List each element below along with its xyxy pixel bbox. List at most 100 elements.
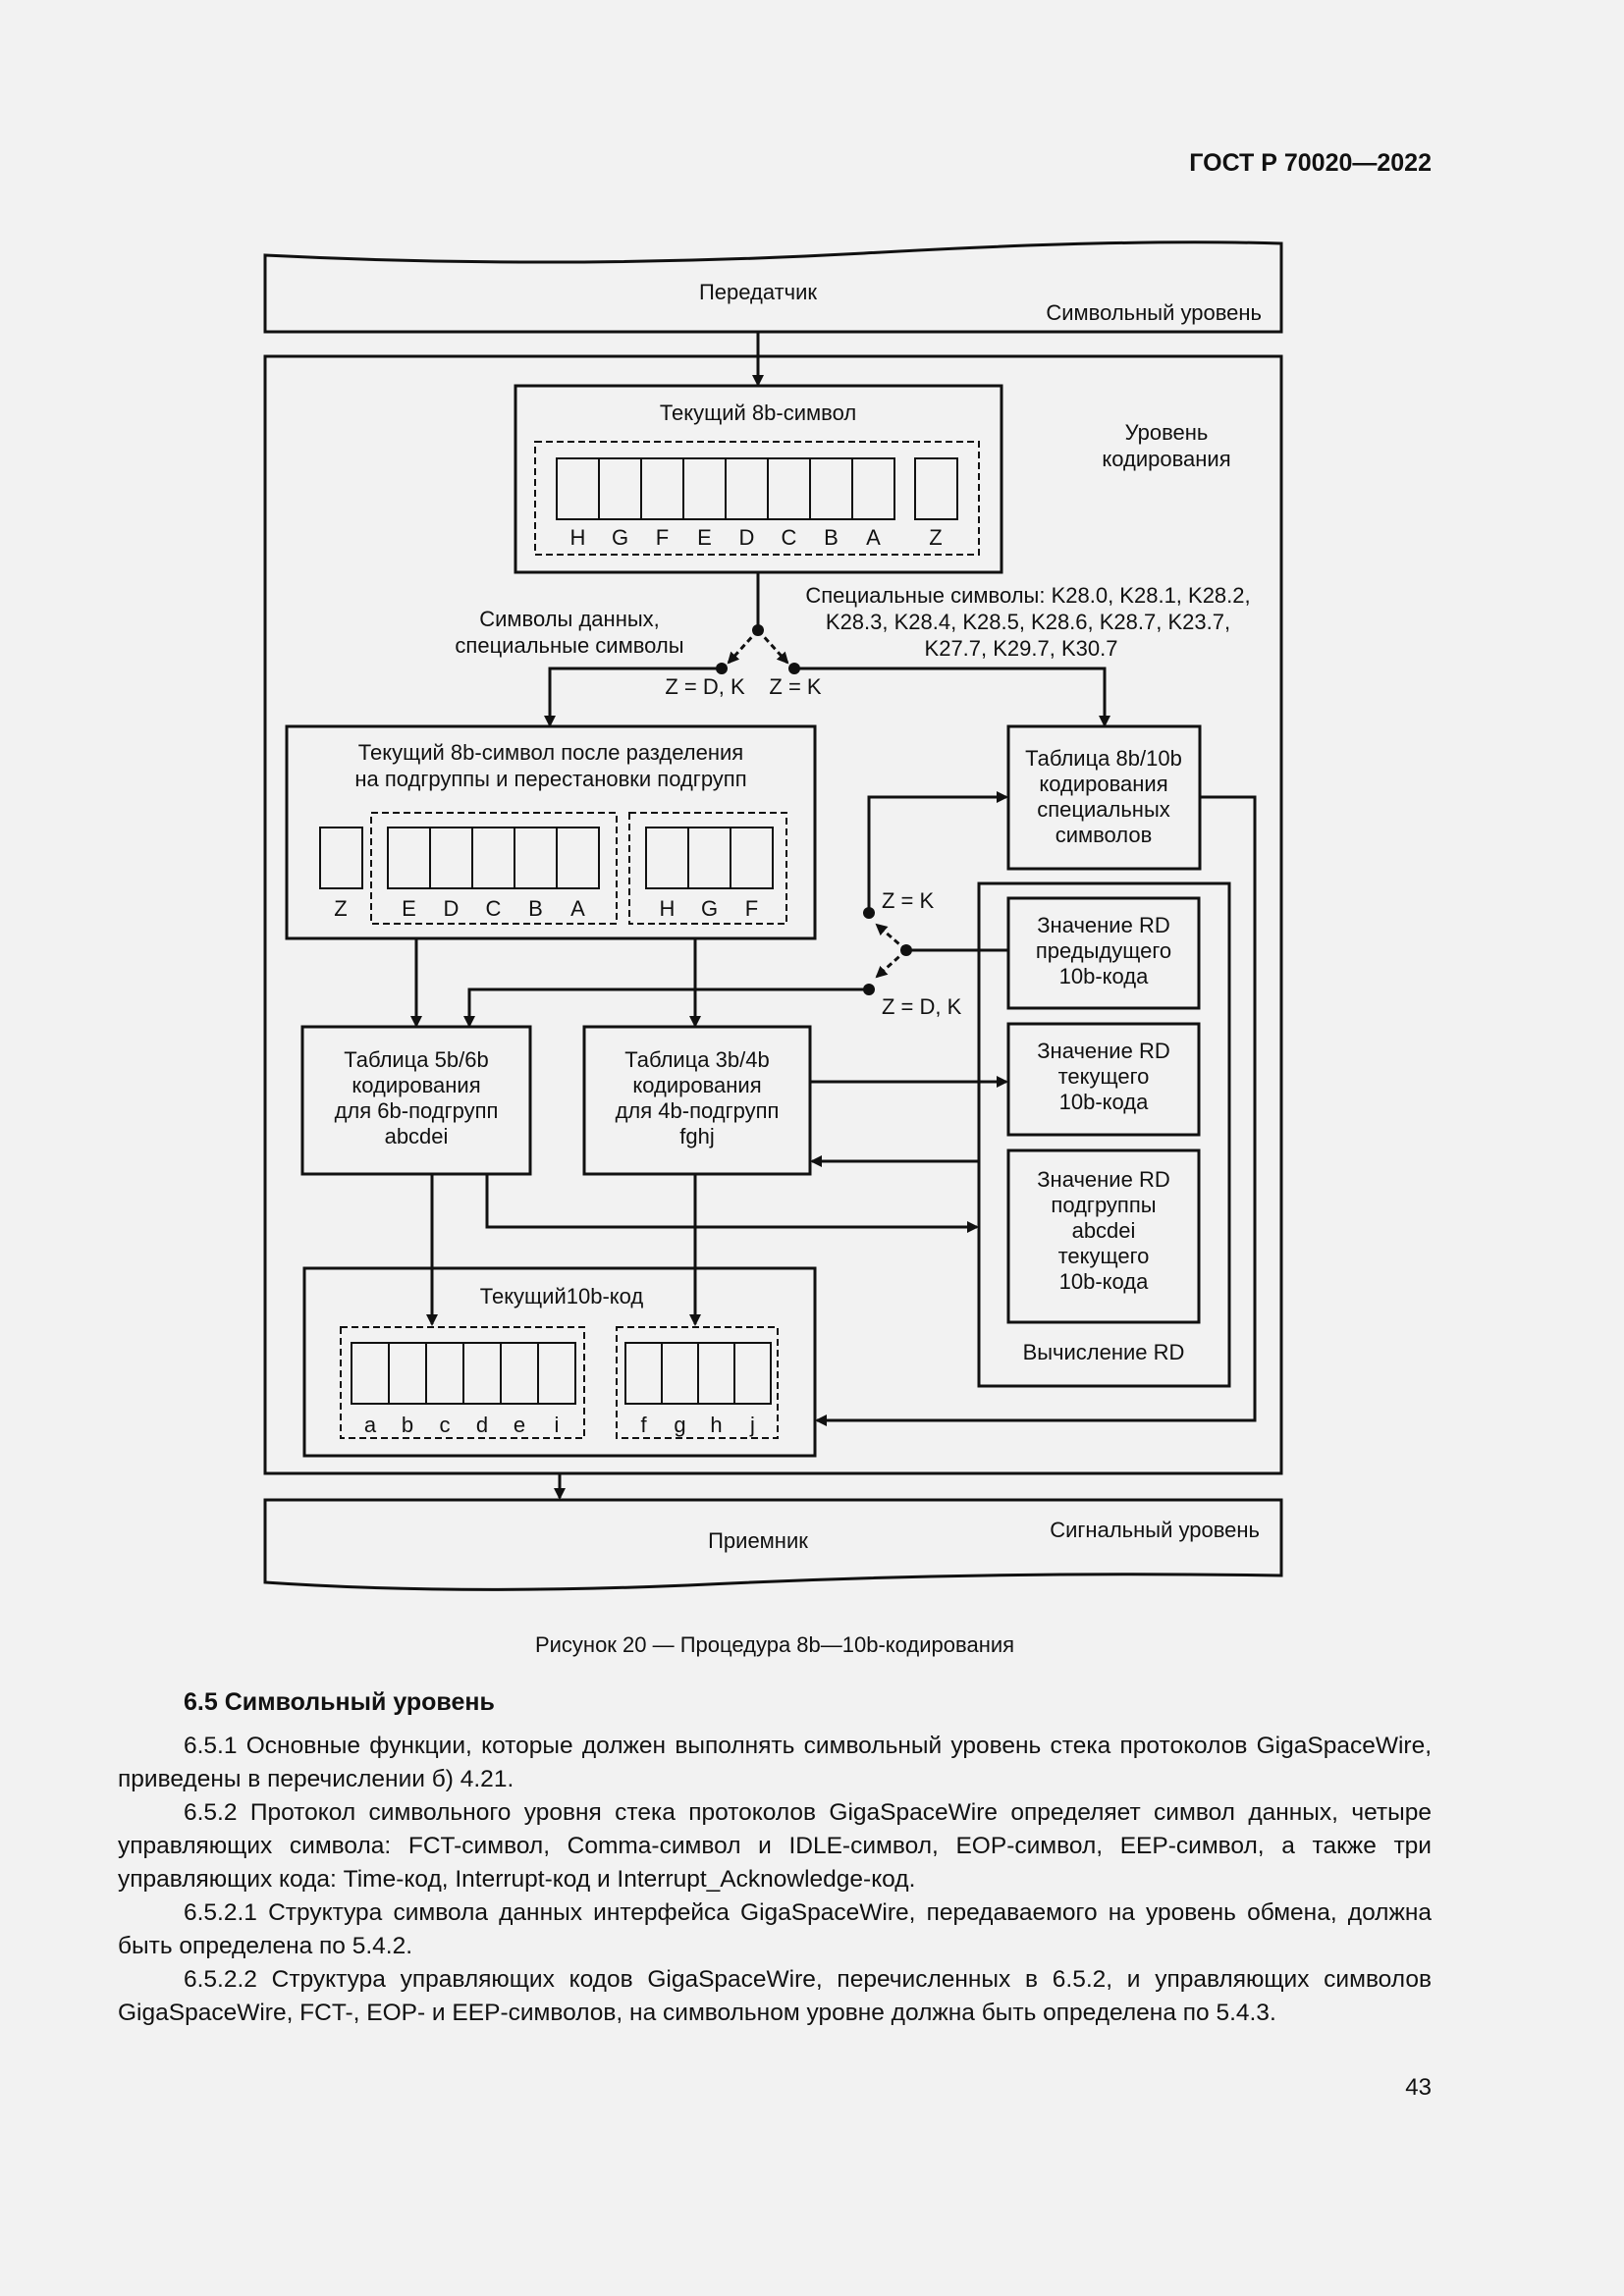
current-10b-box [302, 1266, 817, 1458]
rd-curr-box [1006, 1022, 1201, 1137]
bit-label: F [656, 525, 669, 550]
special-symbols-label: Специальные символы: K28.0, K28.1, K28.2… [805, 583, 1250, 608]
box-text-line: кодирования [1039, 772, 1167, 796]
bit-label: A [866, 525, 881, 550]
paragraph: 6.5.2.2 Структура управляющих кодов Giga… [118, 1966, 1432, 2026]
bit-label: g [674, 1413, 685, 1437]
box-text-line: для 6b-подгрупп [335, 1098, 499, 1123]
bit-cell [598, 457, 642, 520]
transmitter-label: Передатчик [699, 280, 817, 304]
z-k-rd-label: Z = K [882, 888, 935, 913]
box-text-line: 10b-кода [1059, 964, 1149, 988]
box-text-line: специальных [1037, 797, 1170, 822]
body-text: 6.5.1 Основные функции, которые должен в… [118, 1730, 1432, 2030]
box-text-line: предыдущего [1036, 938, 1171, 963]
bit-cell [351, 1342, 390, 1405]
bit-label: D [739, 525, 755, 550]
current-10b-title: Текущий10b-код [480, 1284, 644, 1308]
split-bit-z [319, 827, 363, 889]
box-text-line: Значение RD [1037, 1167, 1169, 1192]
rd-prev-box [1006, 896, 1201, 1010]
coding-diagram: Передатчик Символьный уровень Уровень ко… [263, 240, 1283, 1591]
bit-label: A [570, 896, 585, 921]
bit-label: i [555, 1413, 560, 1437]
bit-cell [687, 827, 731, 889]
bit-label: c [440, 1413, 451, 1437]
bit-label-z: Z [929, 525, 942, 550]
bit-label: a [364, 1413, 377, 1437]
transmitter-band [263, 240, 1283, 334]
box-text-line: подгруппы [1051, 1193, 1156, 1217]
data-symbols-label: Символы данных, [479, 607, 660, 631]
special-symbols-label-3: K27.7, K29.7, K30.7 [925, 636, 1118, 661]
z-dk-rd-label: Z = D, K [882, 994, 962, 1019]
box-text-line: Таблица 5b/6b [344, 1047, 488, 1072]
bit-cell [733, 1342, 772, 1405]
bit-label: d [476, 1413, 488, 1437]
bit-cell [388, 1342, 427, 1405]
bit-cell [556, 827, 600, 889]
bit-label: E [402, 896, 416, 921]
bit-cell [725, 457, 769, 520]
bit-cell [425, 1342, 464, 1405]
bit-label: b [402, 1413, 413, 1437]
bit-cell [661, 1342, 699, 1405]
bit-label: j [749, 1413, 755, 1437]
box-text-line: Значение RD [1037, 913, 1169, 937]
bit-cell [851, 457, 895, 520]
bit-label: H [660, 896, 676, 921]
coding-level-label: Уровень [1125, 420, 1209, 445]
symbol-level-label: Символьный уровень [1046, 300, 1262, 325]
paragraph: 6.5.1 Основные функции, которые должен в… [118, 1733, 1432, 1792]
box-text-line: кодирования [352, 1073, 480, 1097]
table-3b4b-box [582, 1025, 812, 1176]
bit-cell [500, 1342, 539, 1405]
bit-cell [730, 827, 774, 889]
box-text-line: текущего [1058, 1064, 1150, 1089]
bit-label: C [486, 896, 502, 921]
box-text-line: 10b-кода [1059, 1090, 1149, 1114]
split-title: Текущий 8b-символ после разделения [358, 740, 743, 765]
bit-label: B [528, 896, 543, 921]
z-dk-label: Z = D, K [665, 674, 745, 699]
bit-label: e [514, 1413, 525, 1437]
split-bit-z-label: Z [334, 896, 347, 921]
z-k-label: Z = K [769, 674, 822, 699]
rd-sub-box [1006, 1148, 1201, 1324]
box-text-line: 10b-кода [1059, 1269, 1149, 1294]
bit-label: h [710, 1413, 722, 1437]
bit-cell-z [914, 457, 958, 520]
bit-cell [537, 1342, 576, 1405]
box-text-line: Таблица 8b/10b [1025, 746, 1182, 771]
current-8b-title: Текущий 8b-символ [660, 400, 856, 425]
bit-cell [387, 827, 431, 889]
section-title: 6.5 Символьный уровень [184, 1688, 495, 1716]
box-text-line: abcdei [1072, 1218, 1136, 1243]
bit-label: B [824, 525, 839, 550]
box-text-line: текущего [1058, 1244, 1150, 1268]
paragraph: 6.5.2 Протокол символьного уровня стека … [118, 1799, 1432, 1893]
bit-cell [556, 457, 600, 520]
special-symbols-label-2: K28.3, K28.4, K28.5, K28.6, K28.7, K23.7… [826, 610, 1230, 634]
table-5b6b-box [300, 1025, 532, 1176]
bit-cell [514, 827, 558, 889]
rd-calc-frame [977, 881, 1231, 1388]
bit-label: f [640, 1413, 647, 1437]
figure-caption: Рисунок 20 — Процедура 8b—10b-кодировани… [534, 1632, 1015, 1657]
box-text-line: для 4b-подгрупп [616, 1098, 780, 1123]
bit-label: H [570, 525, 586, 550]
table-8b10b-text: Таблица 8b/10bкодированияспециальныхсимв… [1025, 746, 1182, 847]
box-text-line: кодирования [632, 1073, 761, 1097]
bit-cell [767, 457, 811, 520]
coding-level-frame [263, 354, 1283, 1475]
signal-level-label: Сигнальный уровень [1050, 1518, 1260, 1542]
bit-label: G [612, 525, 628, 550]
bit-cell [645, 827, 689, 889]
bit-cell [697, 1342, 735, 1405]
box-text-line: Таблица 3b/4b [624, 1047, 769, 1072]
receiver-label: Приемник [708, 1528, 808, 1553]
